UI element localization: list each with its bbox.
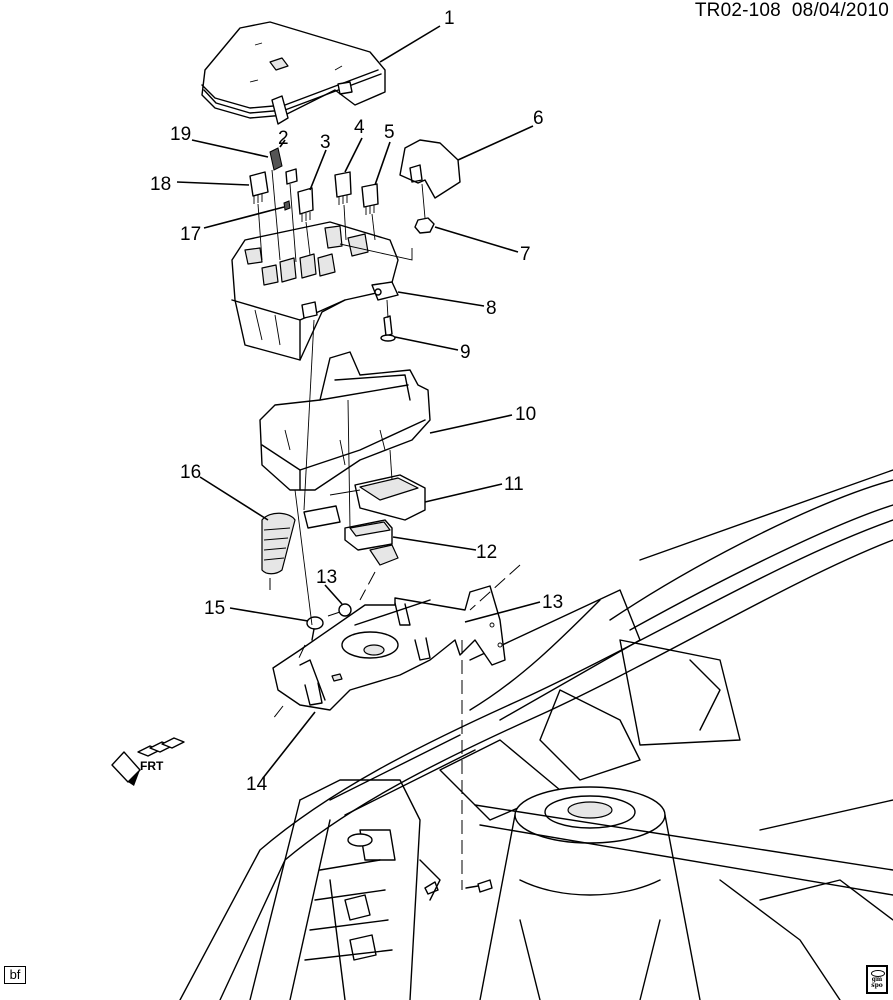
callout-13-right: 13 [542,592,563,613]
vehicle-body-structure [179,469,893,1000]
part-3-relay [297,187,314,222]
artist-code-badge: bf [4,966,26,984]
part-6-terminal-cover [399,139,461,199]
callout-3: 3 [320,132,331,153]
part-18-relay [249,171,269,204]
part-16-conduit [261,512,296,575]
callout-4: 4 [354,117,365,138]
logo-text-line2: spo [871,982,883,989]
callout-11: 11 [504,474,524,495]
part-13-nut-left [338,603,352,617]
callout-labels: 1 2 3 4 5 6 7 8 9 10 11 12 13 13 14 15 1… [150,8,563,795]
document-date: 08/04/2010 [791,0,889,21]
part-2-relay-small [285,168,298,185]
part-11-connector [354,474,426,521]
logo-text-line1: gm [871,976,883,983]
callout-18: 18 [150,174,171,195]
callout-15: 15 [204,598,225,619]
part-14-bracket [272,585,506,711]
part-7-nut [414,217,435,234]
document-id: TR02-108 [694,0,781,21]
part-8-fuse-block [231,221,399,361]
gm-spo-logo: gm spo [866,965,888,994]
callout-5: 5 [384,122,395,143]
callout-1: 1 [444,8,455,29]
part-1-cover [201,21,386,125]
part-10-lower-housing [259,351,431,491]
callout-6: 6 [533,108,544,129]
callout-leaders [176,25,541,779]
document-id-and-date: TR02-108 08/04/2010 [695,0,889,22]
callout-12: 12 [476,542,497,563]
part-12-connector [303,505,399,566]
front-indicator-label: FRT [140,759,164,773]
logo-text: gm spo [869,977,885,989]
callout-2: 2 [278,128,289,149]
callout-8: 8 [486,298,497,319]
part-4-relay [334,171,352,205]
part-9-bolt [380,315,396,342]
part-5-relay [361,183,379,215]
callout-10: 10 [515,404,536,425]
logo-oval-icon [871,970,885,977]
callout-17: 17 [180,224,201,245]
front-direction-arrow-icon: FRT [111,737,185,786]
callout-7: 7 [520,244,531,265]
part-19-fuse-puller [269,147,283,171]
callout-13-left: 13 [316,567,337,588]
callout-14: 14 [246,774,268,795]
alignment-lines [257,169,521,890]
part-17-fuse [283,200,291,211]
callout-16: 16 [180,462,201,483]
callout-9: 9 [460,342,471,363]
callout-19: 19 [170,124,191,145]
